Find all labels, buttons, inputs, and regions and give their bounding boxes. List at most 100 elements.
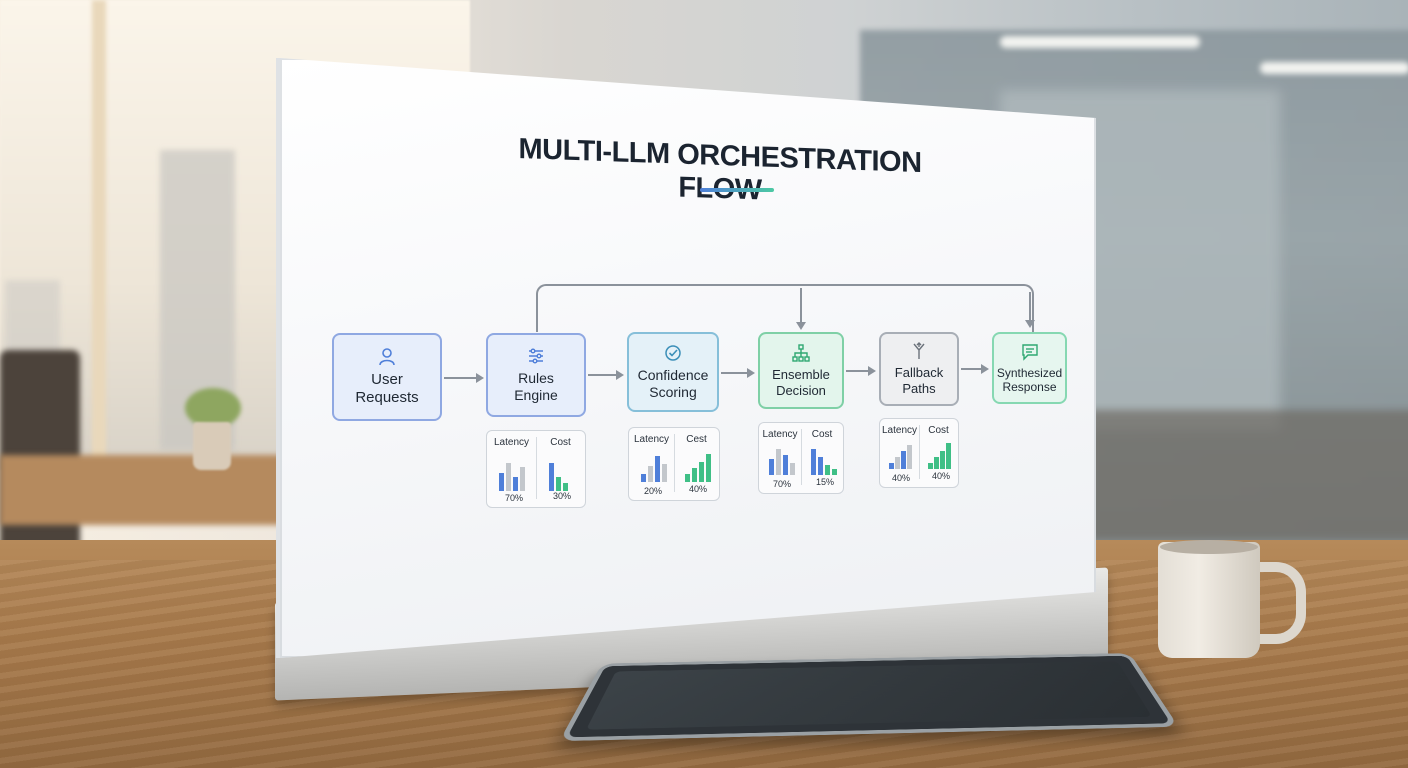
cost-value: 15% [816, 477, 835, 487]
plant-pot [193, 422, 231, 470]
bar [563, 483, 568, 491]
node-confidence-scoring: Confidence Scoring [627, 332, 719, 412]
tablet-screen [586, 661, 1152, 730]
node-label: User Requests [355, 371, 419, 406]
cost-label: Cost [928, 425, 949, 436]
bar [648, 466, 653, 482]
bar [706, 454, 711, 482]
user-icon [379, 348, 395, 366]
card-divider [674, 434, 675, 492]
bar [928, 463, 933, 469]
bar [776, 449, 781, 475]
latency-value: 20% [644, 486, 663, 496]
bar [769, 459, 774, 475]
top-connector [536, 284, 1034, 332]
node-synthesized-response: Synthesized Response [992, 332, 1067, 404]
bar [520, 467, 525, 491]
connector-drop-ensemble [796, 288, 806, 330]
sliders-icon [529, 348, 543, 364]
node-label: Ensemble Decision [772, 366, 830, 398]
bar [934, 457, 939, 469]
node-rules-engine: Rules Engine [486, 333, 586, 417]
title-underline [700, 188, 774, 192]
bar [506, 463, 511, 491]
latency-value: 40% [892, 473, 911, 483]
bar [946, 443, 951, 469]
bar [889, 463, 894, 469]
arrow [846, 366, 876, 376]
bar [556, 477, 561, 491]
bar [699, 462, 704, 482]
bar [907, 445, 912, 469]
bar [825, 465, 830, 475]
ceiling-light [1000, 36, 1200, 48]
latency-value: 70% [505, 493, 524, 503]
cost-value: 40% [932, 471, 951, 481]
split-arrows-icon [913, 342, 925, 360]
cost-bars [685, 452, 715, 482]
metric-card-fallback-paths: Latency Cost 40% 40% [879, 418, 959, 488]
arrow [721, 368, 755, 378]
bar [513, 477, 518, 491]
arrow [588, 370, 624, 380]
ceiling-light [1260, 62, 1408, 74]
latency-label: Latency [881, 425, 918, 436]
mug-rim [1160, 540, 1258, 554]
bar [692, 468, 697, 482]
connector-drop-synthesized [1025, 292, 1035, 328]
coffee-mug [1158, 542, 1260, 658]
cost-bars [928, 441, 958, 469]
bar [549, 463, 554, 491]
latency-label: Latency [762, 429, 798, 440]
bar [499, 473, 504, 491]
plant [185, 388, 241, 428]
node-label: Confidence Scoring [637, 367, 709, 400]
hierarchy-icon [792, 344, 810, 362]
arrow [961, 364, 989, 374]
background-desk-right [1090, 410, 1408, 540]
bar [655, 456, 660, 482]
arrow [444, 373, 484, 383]
node-fallback-paths: Fallback Paths [879, 332, 959, 406]
bar [901, 451, 906, 469]
display-edge [276, 58, 280, 658]
cost-label: Cost [550, 437, 571, 448]
cost-value: 30% [553, 491, 572, 501]
bar [811, 449, 816, 475]
cost-bars [811, 445, 841, 475]
card-divider [919, 425, 920, 479]
bar [895, 457, 900, 469]
tablet [559, 653, 1179, 742]
cost-label: Cest [686, 434, 707, 445]
bar [940, 451, 945, 469]
metric-card-ensemble-decision: Latency Cost 70% 15% [758, 422, 844, 494]
bar [783, 455, 788, 475]
node-label: Synthesized Response [996, 365, 1063, 394]
latency-label: Latency [493, 437, 530, 448]
node-label: Rules Engine [514, 370, 558, 403]
bar [685, 474, 690, 482]
window-frame [92, 0, 106, 480]
cost-value: 40% [689, 484, 708, 494]
node-ensemble-decision: Ensemble Decision [758, 332, 844, 409]
node-user-requests: User Requests [332, 333, 442, 421]
latency-bars [499, 457, 529, 491]
metric-card-rules-engine: Latency Cost 70% 30% [486, 430, 586, 508]
bar [818, 457, 823, 475]
chat-icon [1021, 343, 1038, 361]
latency-label: Latency [633, 434, 670, 445]
background-desk [0, 455, 300, 525]
node-label: Fallback Paths [894, 365, 944, 396]
metric-card-confidence-scoring: Latency Cest 20% 40% [628, 427, 720, 501]
check-circle-icon [665, 345, 681, 361]
card-divider [536, 437, 537, 499]
latency-bars [769, 445, 799, 475]
cost-label: Cost [811, 429, 833, 440]
bar [662, 464, 667, 482]
card-divider [801, 429, 802, 485]
mug-handle [1250, 562, 1306, 644]
bar [790, 463, 795, 475]
bar [641, 474, 646, 482]
latency-bars [889, 441, 919, 469]
